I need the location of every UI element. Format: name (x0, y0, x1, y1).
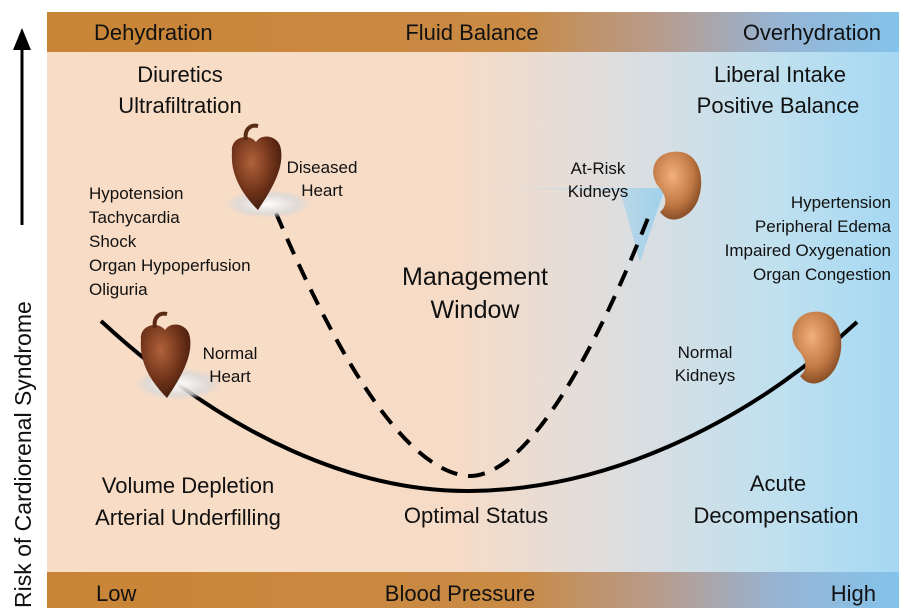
at-risk-kidney-icon (653, 151, 702, 220)
normal-kidney-icon (792, 311, 842, 384)
top-bar-center: Fluid Balance (405, 20, 538, 45)
at-risk-kidneys-label-line1: At-Risk (571, 159, 626, 178)
at-risk-glow (490, 188, 665, 262)
bottom-bar-left: Low (96, 581, 136, 606)
normal-risk-curve (99, 319, 859, 494)
symptom-impaired-oxygenation: Impaired Oxygenation (725, 241, 891, 260)
bottom-bar-center: Blood Pressure (385, 581, 535, 606)
state-arterial-underfilling: Arterial Underfilling (95, 505, 281, 530)
state-decompensation: Decompensation (693, 503, 858, 528)
symptom-hypertension: Hypertension (791, 193, 891, 212)
normal-kidneys-label-line2: Kidneys (675, 366, 735, 385)
normal-heart-icon (134, 311, 222, 400)
top-bar (47, 12, 899, 52)
normal-kidneys-label-line1: Normal (678, 343, 733, 362)
state-acute: Acute (750, 471, 806, 496)
state-optimal-status: Optimal Status (404, 503, 548, 528)
at-risk-curve (274, 212, 650, 479)
normal-heart-label-line1: Normal (203, 344, 258, 363)
symptom-organ-hypoperfusion: Organ Hypoperfusion (89, 256, 251, 275)
symptom-peripheral-edema: Peripheral Edema (755, 217, 892, 236)
y-axis-label: Risk of Cardiorenal Syndrome (10, 301, 36, 608)
intervention-liberal-intake: Liberal Intake (714, 62, 846, 87)
symptom-organ-congestion: Organ Congestion (753, 265, 891, 284)
state-volume-depletion: Volume Depletion (102, 473, 274, 498)
symptom-oliguria: Oliguria (89, 280, 148, 299)
diseased-heart-label-line2: Heart (301, 181, 343, 200)
at-risk-kidneys-label-line2: Kidneys (568, 182, 628, 201)
background-panel (47, 52, 899, 572)
management-window-line2: Window (431, 296, 521, 324)
intervention-positive-balance: Positive Balance (697, 93, 860, 118)
top-bar-right: Overhydration (743, 20, 881, 45)
diseased-heart-label-line1: Diseased (287, 158, 358, 177)
diseased-heart-icon (224, 123, 312, 218)
top-bar-left: Dehydration (94, 20, 213, 45)
normal-heart-label-line2: Heart (209, 367, 251, 386)
y-axis-arrow-icon (13, 28, 31, 50)
management-window-line1: Management (402, 263, 548, 291)
bottom-bar-right: High (831, 581, 876, 606)
intervention-ultrafiltration: Ultrafiltration (118, 93, 241, 118)
intervention-diuretics: Diuretics (137, 62, 223, 87)
symptom-tachycardia: Tachycardia (89, 208, 180, 227)
symptom-shock: Shock (89, 232, 137, 251)
symptom-hypotension: Hypotension (89, 184, 184, 203)
bottom-bar (47, 572, 899, 608)
